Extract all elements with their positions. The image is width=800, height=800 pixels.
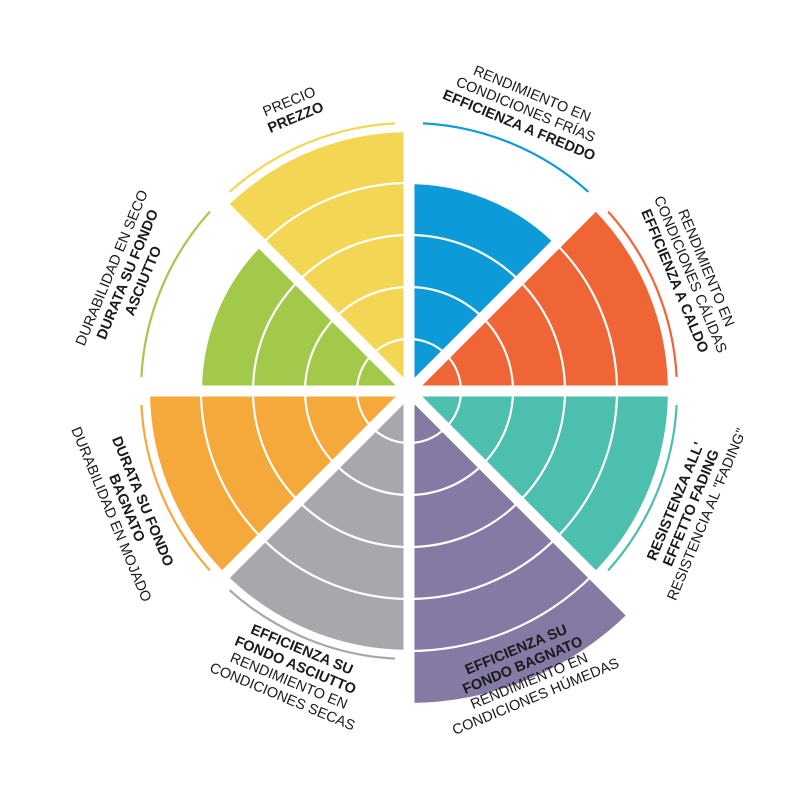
wedge-dry-durability (201, 243, 409, 391)
wedge-layer (149, 130, 669, 703)
outer-arc-fading (607, 404, 678, 572)
wedge-separator (405, 159, 641, 395)
wedge-price (225, 130, 409, 391)
outer-arc-price (228, 122, 396, 193)
wedge-separator (405, 387, 641, 623)
wedge-hot (409, 207, 669, 391)
outer-arc-hot (607, 210, 678, 378)
wedge-separator (177, 387, 413, 623)
wedge-wet-efficiency (409, 391, 630, 703)
outer-arc-dry-efficiency (228, 589, 396, 660)
wedge-separator (177, 159, 413, 395)
outer-arc-dry-durability (140, 210, 211, 378)
wedge-dry-efficiency (225, 391, 409, 651)
outer-arc-cold (422, 122, 590, 193)
wedge-cold (409, 183, 557, 391)
wedge-wet-durability (149, 391, 409, 575)
wedge-fading (409, 391, 669, 575)
outer-arc-wet-durability (140, 404, 211, 572)
gap-layer (87, 69, 731, 713)
